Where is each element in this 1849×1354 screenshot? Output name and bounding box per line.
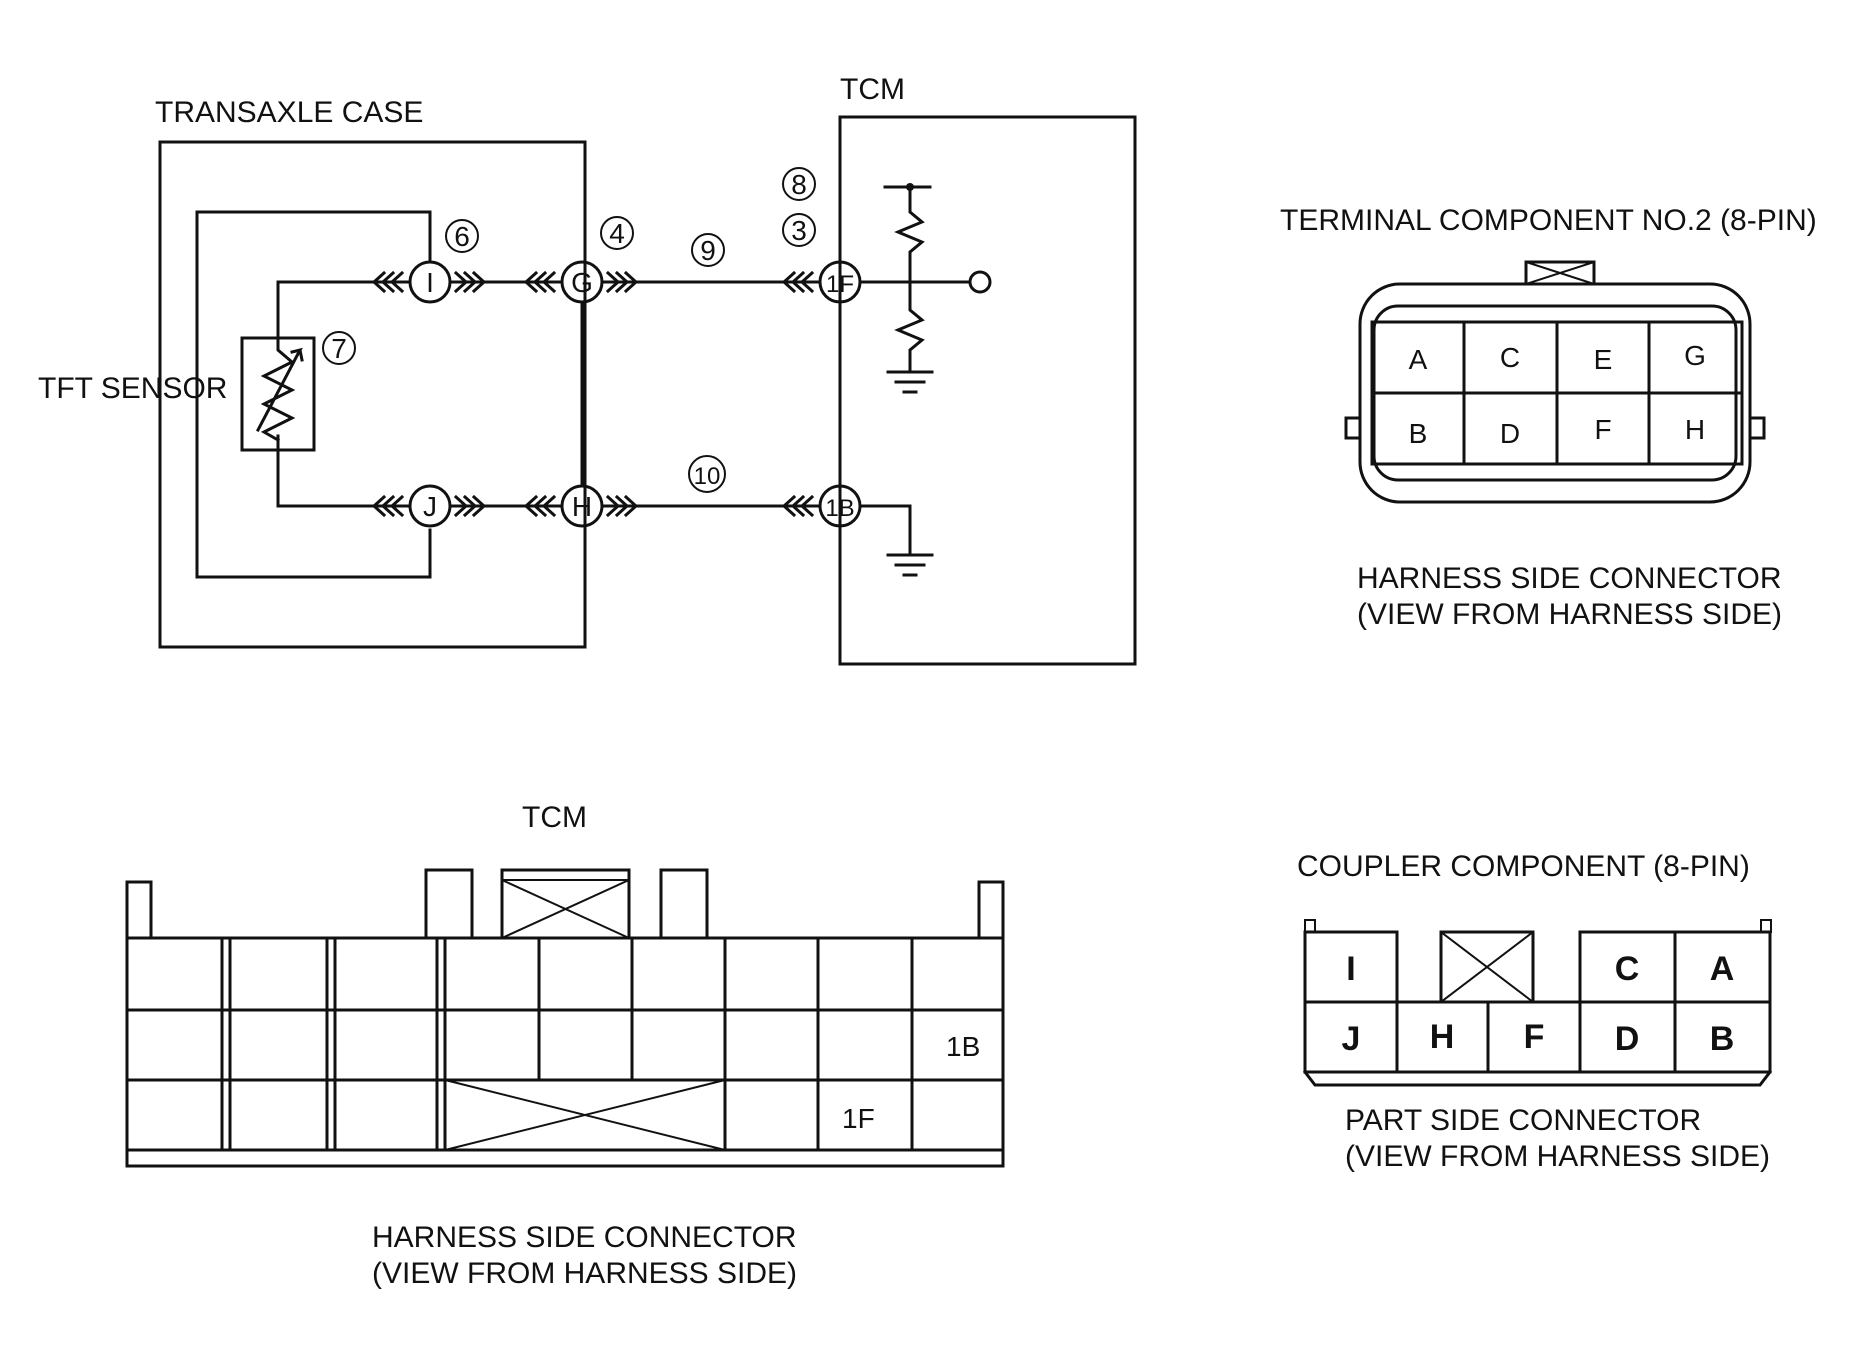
coupler-pin-f: F xyxy=(1524,1018,1545,1056)
callout-6: 6 xyxy=(445,219,479,253)
svg-text:I: I xyxy=(426,267,434,298)
pin-f: F xyxy=(1594,414,1611,445)
coupler-component-connector: COUPLER COMPONENT (8-PIN) I C A J H F D … xyxy=(1297,850,1773,1173)
callout-4: 4 xyxy=(600,216,634,250)
pin-h: H xyxy=(1685,414,1705,445)
terminal-caption-line1: HARNESS SIDE CONNECTOR xyxy=(1357,562,1782,595)
tcm-connector-title: TCM xyxy=(522,801,587,834)
pin-b: B xyxy=(1409,418,1428,449)
connector-i: I xyxy=(372,260,486,304)
pin-c: C xyxy=(1500,342,1520,373)
coupler-pin-a: A xyxy=(1710,950,1735,988)
tcm-caption-line2: (VIEW FROM HARNESS SIDE) xyxy=(372,1257,797,1290)
transaxle-case-label: TRANSAXLE CASE xyxy=(155,96,423,129)
tcm-pin-1f: 1F xyxy=(842,1103,875,1134)
callout-10: 10 xyxy=(688,455,726,493)
ground-icon xyxy=(886,553,934,577)
svg-text:4: 4 xyxy=(609,218,625,249)
callout-3: 3 xyxy=(782,213,816,247)
svg-text:9: 9 xyxy=(700,235,716,266)
coupler-title: COUPLER COMPONENT (8-PIN) xyxy=(1297,850,1750,883)
svg-text:1B: 1B xyxy=(825,495,854,522)
coupler-caption-line1: PART SIDE CONNECTOR xyxy=(1345,1104,1701,1137)
callout-7: 7 xyxy=(322,331,356,365)
svg-text:7: 7 xyxy=(331,333,347,364)
terminal-caption-line2: (VIEW FROM HARNESS SIDE) xyxy=(1357,598,1782,631)
tcm-caption-line1: HARNESS SIDE CONNECTOR xyxy=(372,1221,797,1254)
transaxle-case-box xyxy=(158,140,587,649)
connector-j: J xyxy=(372,484,486,528)
coupler-pin-i: I xyxy=(1346,950,1355,988)
coupler-pin-j: J xyxy=(1342,1020,1361,1058)
callout-8: 8 xyxy=(782,167,816,201)
tcm-label: TCM xyxy=(840,73,905,106)
terminal-component-title: TERMINAL COMPONENT NO.2 (8-PIN) xyxy=(1280,204,1817,237)
sensor-label: TFT SENSOR xyxy=(38,372,227,405)
coupler-pin-b: B xyxy=(1710,1020,1735,1058)
ground-icon xyxy=(886,370,934,394)
tcm-internal-circuit xyxy=(883,183,992,577)
tcm-harness-connector: TCM 1B 1F HARNESS SIDE CONNECTOR (VIEW F… xyxy=(125,801,1005,1290)
tcm-box xyxy=(838,115,1137,666)
thermistor-icon xyxy=(255,336,304,443)
pin-e: E xyxy=(1594,344,1613,375)
svg-text:6: 6 xyxy=(454,221,470,252)
inner-loop-wire xyxy=(195,210,432,579)
connector-h: H xyxy=(524,484,638,528)
svg-text:10: 10 xyxy=(694,463,721,490)
connector-1f: 1F xyxy=(782,260,862,304)
coupler-pin-h: H xyxy=(1430,1018,1455,1056)
connector-1b: 1B xyxy=(782,484,862,528)
schematic: TRANSAXLE CASE TCM TFT SENSOR I J xyxy=(38,73,1137,666)
pin-g: G xyxy=(1684,340,1706,371)
svg-text:1F: 1F xyxy=(826,271,854,298)
pin-a: A xyxy=(1409,344,1428,375)
ground-wire-bottom xyxy=(276,434,912,557)
coupler-pin-d: D xyxy=(1615,1020,1640,1058)
coupler-caption-line2: (VIEW FROM HARNESS SIDE) xyxy=(1345,1140,1770,1173)
coupler-pin-c: C xyxy=(1615,950,1640,988)
signal-wire-top xyxy=(276,280,970,340)
terminal-component-connector: TERMINAL COMPONENT NO.2 (8-PIN) A C E G … xyxy=(1280,204,1817,631)
pin-d: D xyxy=(1500,418,1520,449)
callout-9: 9 xyxy=(691,233,725,267)
tcm-pin-1b: 1B xyxy=(946,1031,980,1062)
svg-text:8: 8 xyxy=(791,169,807,200)
svg-text:H: H xyxy=(572,491,592,522)
svg-text:3: 3 xyxy=(791,215,807,246)
connector-g: G xyxy=(524,260,638,304)
svg-text:G: G xyxy=(571,267,593,298)
svg-text:J: J xyxy=(423,491,437,522)
output-terminal xyxy=(968,270,992,294)
